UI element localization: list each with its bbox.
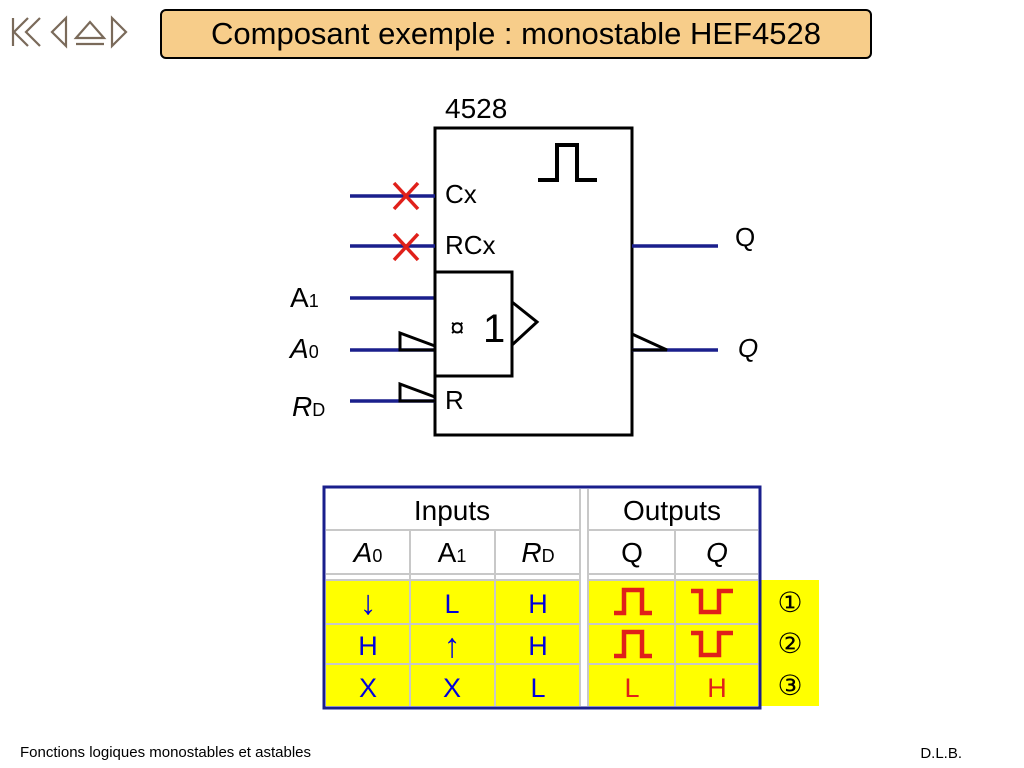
- truth-table-border: [322, 485, 762, 710]
- pulse-high-icon: [614, 587, 652, 616]
- gate-output-arrow-icon: [510, 300, 540, 347]
- cell-row3-q: L: [624, 673, 639, 703]
- cell-row2-rd: H: [528, 631, 548, 661]
- cell-row3-a0: X: [359, 673, 377, 703]
- cell-row3-marker: ③: [777, 670, 802, 701]
- column-header-q: Q: [621, 537, 643, 568]
- pin-label-r: R: [445, 385, 464, 415]
- rd-inversion-icon: [398, 381, 436, 403]
- table-group-outputs: Outputs: [623, 495, 721, 526]
- home-icon[interactable]: [73, 20, 107, 46]
- cell-row1-marker: ①: [777, 587, 802, 618]
- cell-row1-rd: H: [528, 589, 548, 619]
- slide-title: Composant exemple : monostable HEF4528: [211, 16, 821, 51]
- cell-row2-a0: H: [358, 631, 378, 661]
- gate-label: 1: [483, 307, 505, 351]
- pulse-high-icon: [614, 629, 652, 659]
- cell-row2-a1: ↑: [444, 627, 461, 665]
- previous-slide-icon[interactable]: [50, 15, 68, 49]
- table-highlight-outputs: [589, 580, 758, 706]
- pin-label-qbar: Q: [738, 333, 758, 363]
- slide-title-box: Composant exemple : monostable HEF4528: [160, 9, 872, 59]
- table-row: H ↑ H ②: [358, 627, 802, 665]
- column-header-a1: A1: [438, 537, 467, 568]
- column-header-a0: A0: [352, 537, 383, 568]
- rcx-unused-cross-icon: [392, 232, 420, 262]
- or-gate-box: [433, 270, 514, 378]
- pin-label-q: Q: [735, 222, 755, 252]
- pulse-low-icon: [691, 630, 733, 658]
- table-group-inputs: Inputs: [414, 495, 490, 526]
- cell-row3-qbar: H: [707, 673, 727, 703]
- cell-row1-a0: ↓: [360, 584, 377, 622]
- column-header-rd: RD: [521, 537, 554, 568]
- a0-inversion-icon: [398, 330, 436, 352]
- footer-course-title: Fonctions logiques monostables et astabl…: [20, 744, 312, 761]
- table-row: ↓ L H ①: [360, 584, 803, 622]
- cell-row3-a1: X: [443, 673, 461, 703]
- cell-row1-a1: L: [444, 589, 459, 619]
- input-label-a1: A1: [290, 282, 319, 313]
- slide-navigation: [11, 15, 128, 49]
- cell-row2-marker: ②: [777, 628, 802, 659]
- pin-label-rcx: RCx: [445, 230, 496, 260]
- first-slide-icon[interactable]: [11, 17, 41, 47]
- input-label-rd: RD: [292, 391, 325, 422]
- column-header-qbar: Q: [706, 537, 728, 568]
- table-highlight-inputs: [326, 580, 579, 706]
- table-row: X X L L H ③: [359, 670, 803, 703]
- chip-label: 4528: [445, 93, 507, 124]
- footer-author: D.L.B.: [920, 745, 962, 762]
- cx-unused-cross-icon: [392, 181, 420, 211]
- next-slide-icon[interactable]: [110, 15, 128, 49]
- input-label-a0: A0: [288, 333, 319, 364]
- gate-symbol: ¤: [450, 312, 464, 342]
- table-highlight-markers: [761, 580, 819, 706]
- pulse-symbol-icon: [538, 143, 597, 182]
- pulse-low-icon: [691, 588, 733, 615]
- pin-label-cx: Cx: [445, 179, 477, 209]
- cell-row3-rd: L: [530, 673, 545, 703]
- qbar-inversion-icon: [631, 332, 668, 352]
